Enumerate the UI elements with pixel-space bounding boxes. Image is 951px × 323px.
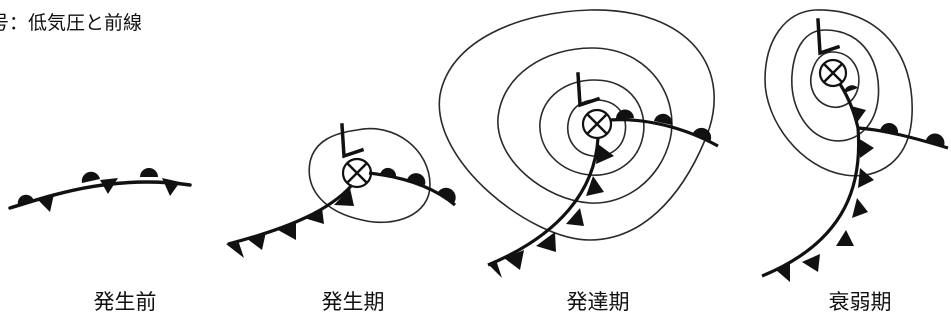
- cold-front-triangle-icon: [802, 254, 820, 272]
- stage-label-development: 発達期: [567, 286, 630, 316]
- warm-front-semicircle-icon: [140, 168, 158, 177]
- cold-front-triangle-icon: [596, 144, 614, 164]
- cold-front-triangle-icon: [162, 178, 180, 196]
- stationary-front-line: [10, 182, 190, 208]
- low-pressure-x-icon: [347, 163, 367, 183]
- occluded-front-semicircle-icon: [844, 85, 858, 93]
- low-pressure-x-icon: [587, 114, 607, 134]
- cold-front-triangle-icon: [536, 232, 556, 252]
- low-L-icon: [818, 20, 838, 53]
- cold-front-triangle-icon: [852, 198, 868, 218]
- cold-front-triangle-icon: [858, 168, 874, 188]
- cold-front-triangle-icon: [836, 230, 854, 246]
- cold-front-line: [762, 128, 859, 276]
- stage-development: [439, 10, 718, 278]
- isobar-outer: [439, 10, 714, 240]
- low-pressure-x-icon: [824, 64, 842, 82]
- warm-front-semicircle-icon: [82, 172, 100, 183]
- warm-front-semicircle-icon: [616, 109, 634, 119]
- isobar-outer: [765, 10, 912, 176]
- stage-label-pre: 発生前: [94, 286, 157, 316]
- cold-front-triangle-icon: [858, 138, 874, 158]
- stage-pre-formation: [10, 168, 190, 212]
- stage-formation: [226, 125, 456, 258]
- stage-label-birth: 発生期: [322, 286, 385, 316]
- stage-label-decay: 衰弱期: [829, 286, 892, 316]
- stage-decay: [762, 10, 948, 282]
- isobar-middle: [498, 48, 672, 203]
